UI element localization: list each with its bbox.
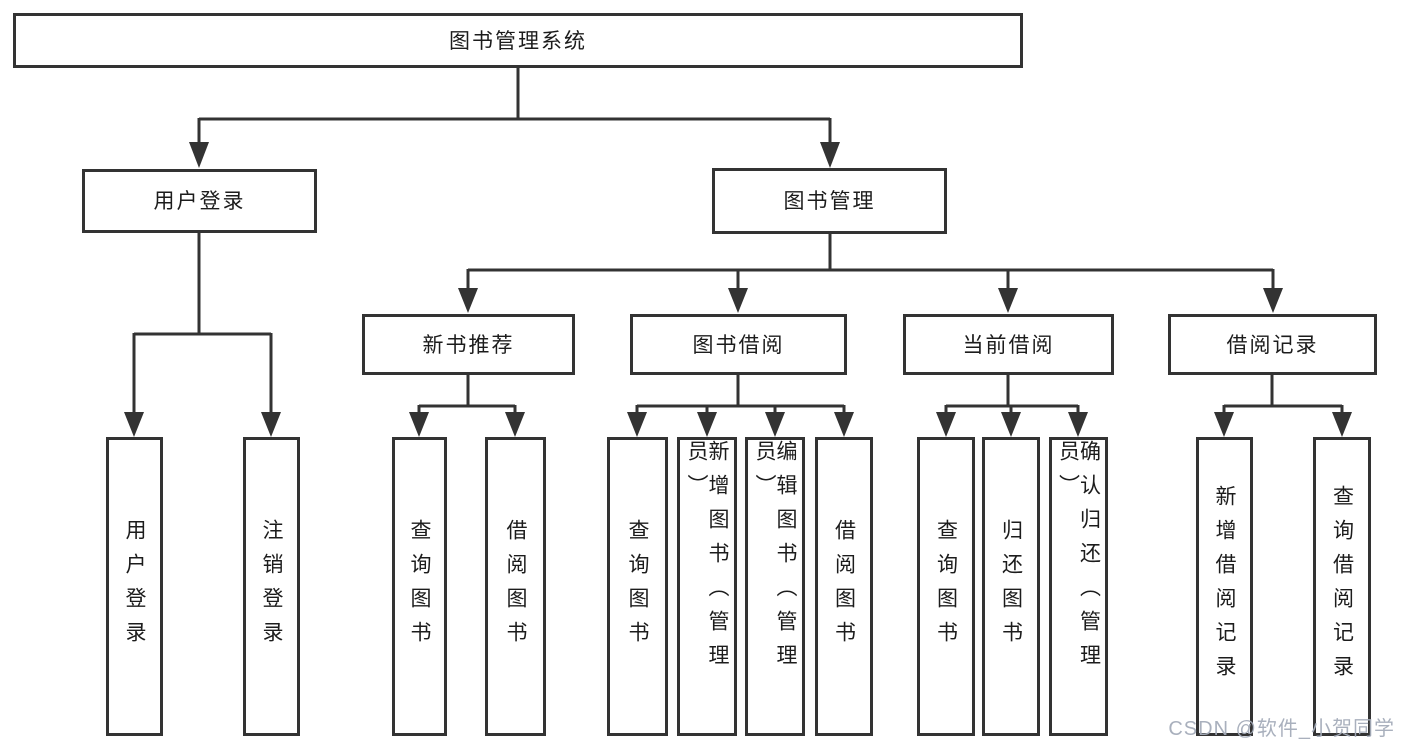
leaf-label: 用户登录	[123, 518, 146, 655]
node-label: 当前借阅	[962, 333, 1055, 357]
leaf-label: 确认归还（管理员）	[1056, 440, 1101, 678]
leaf-query-book-2: 查询图书	[607, 437, 668, 736]
node-root: 图书管理系统	[13, 13, 1023, 68]
leaf-query-borrow-record: 查询借阅记录	[1313, 437, 1371, 736]
leaf-query-book-1: 查询图书	[392, 437, 447, 736]
node-book-mgmt: 图书管理	[712, 168, 947, 234]
node-label: 图书借阅	[692, 333, 785, 357]
leaf-query-book-3: 查询图书	[917, 437, 975, 736]
leaf-label: 归还图书	[999, 518, 1023, 655]
arrowheads	[124, 142, 1352, 437]
node-borrow-record: 借阅记录	[1168, 314, 1377, 375]
leaf-label: 查询图书	[934, 518, 958, 655]
node-current-borrow: 当前借阅	[903, 314, 1114, 375]
leaf-return-book: 归还图书	[982, 437, 1040, 736]
leaf-borrow-book-1: 借阅图书	[485, 437, 546, 736]
leaf-label: 查询图书	[626, 518, 649, 655]
leaf-label: 查询图书	[408, 518, 431, 655]
leaf-logout: 注销登录	[243, 437, 300, 736]
leaf-label: 新增借阅记录	[1213, 484, 1236, 689]
leaf-edit-book-admin: 编辑图书（管理员）	[745, 437, 805, 736]
leaf-label: 编辑图书（管理员）	[753, 440, 797, 678]
leaf-label: 借阅图书	[832, 518, 856, 655]
node-book-mgmt-label: 图书管理	[783, 190, 876, 213]
leaf-user-login: 用户登录	[106, 437, 163, 736]
leaf-add-book-admin: 新增图书（管理员）	[677, 437, 737, 736]
node-label: 新书推荐	[422, 333, 515, 357]
leaf-label: 查询借阅记录	[1330, 484, 1354, 689]
leaf-borrow-book-2: 借阅图书	[815, 437, 873, 736]
leaf-label: 新增图书（管理员）	[685, 440, 729, 678]
node-root-label: 图书管理系统	[449, 29, 587, 53]
leaf-label: 借阅图书	[504, 518, 527, 655]
leaf-label: 注销登录	[260, 518, 283, 655]
node-label: 借阅记录	[1226, 333, 1319, 357]
node-book-borrow: 图书借阅	[630, 314, 847, 375]
connector-stems	[132, 68, 1344, 416]
node-new-book-recommend: 新书推荐	[362, 314, 575, 375]
leaf-add-borrow-record: 新增借阅记录	[1196, 437, 1253, 736]
node-user-login: 用户登录	[82, 169, 317, 233]
node-user-login-label: 用户登录	[153, 190, 246, 213]
leaf-confirm-return-admin: 确认归还（管理员）	[1049, 437, 1108, 736]
